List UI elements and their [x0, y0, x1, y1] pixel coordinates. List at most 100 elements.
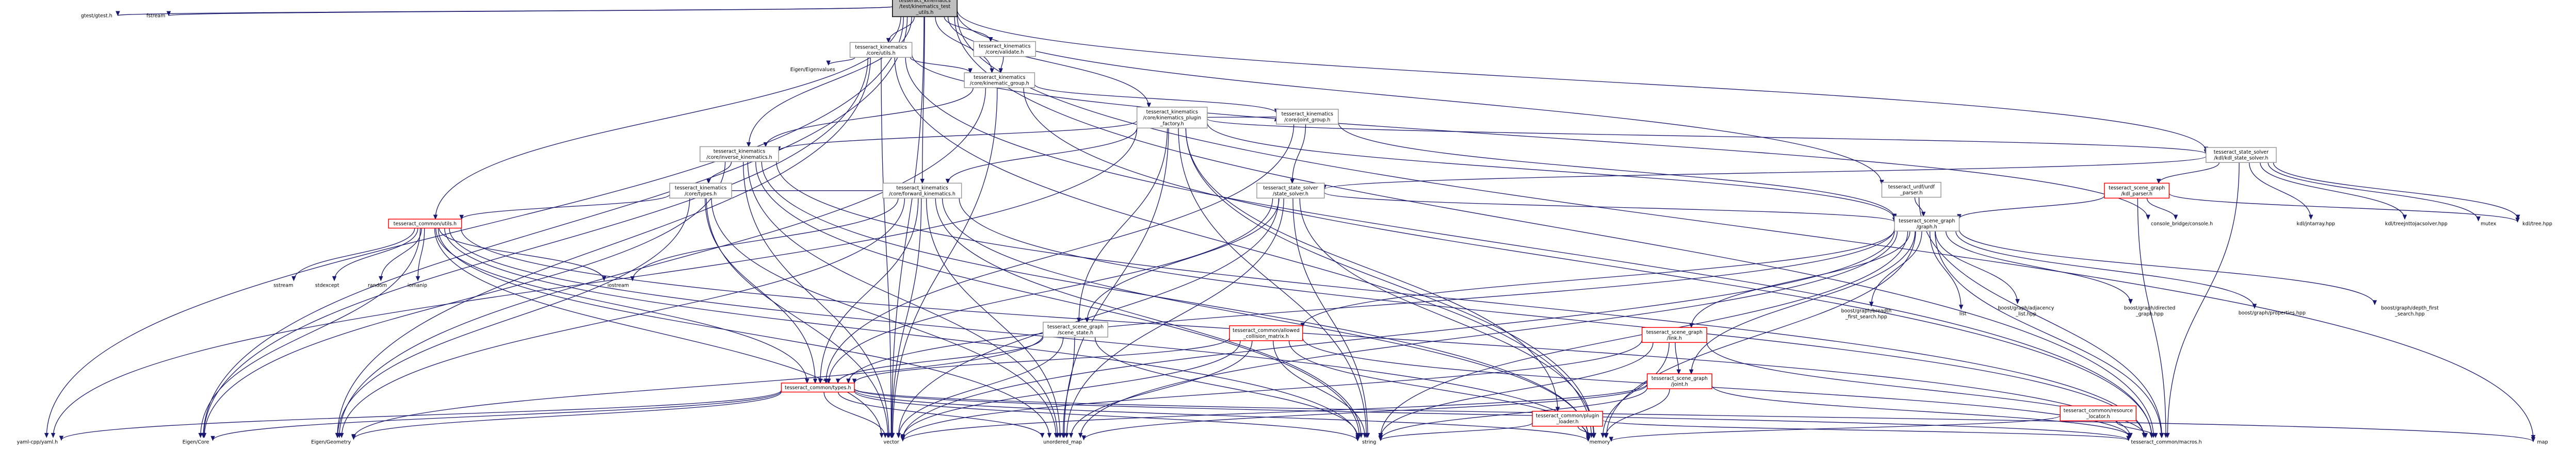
edge-utils-to-eigengeo	[335, 57, 871, 438]
node-directed[interactable]: boost/graph/directed_graph.hpp	[2119, 304, 2181, 319]
node-resloc[interactable]: tesseract_common/resource_locator.h	[2060, 405, 2137, 422]
node-vector[interactable]: vector	[880, 437, 902, 446]
node-graph[interactable]: tesseract_scene_graph/graph.h	[1894, 215, 1960, 232]
node-macros[interactable]: tesseract_common/macros.h	[2129, 437, 2205, 446]
edge-arrowhead	[826, 60, 831, 66]
edge-arrowhead	[2128, 299, 2133, 304]
node-yaml[interactable]: yaml-cpp/yaml.h	[13, 437, 61, 446]
node-iostream[interactable]: iostream	[604, 280, 633, 290]
edge-line	[1185, 128, 1558, 411]
node-invkin[interactable]: tesseract_kinematics/core/inverse_kinema…	[700, 146, 779, 162]
edge-arrowhead	[1586, 437, 1591, 442]
node-label: /core/joint_group.h	[1284, 117, 1330, 123]
edge-line	[854, 389, 2129, 441]
edge-line	[337, 198, 690, 438]
node-root[interactable]: tesseract_kinematics/test/kinematics_tes…	[892, 0, 958, 18]
edge-plugin-to-graph	[1207, 122, 1897, 220]
edge-acm-to-vector	[900, 340, 1241, 439]
node-joint[interactable]: tesseract_scene_graph/joint.h	[1646, 373, 1712, 389]
edge-arrowhead	[433, 214, 438, 220]
edge-sceneState-to-umap	[1061, 337, 1075, 438]
edge-statesolver-to-string	[1292, 198, 1370, 438]
node-eigencore[interactable]: Eigen/Core	[179, 437, 213, 446]
edge-pluginloader-to-string	[1378, 422, 1533, 441]
edge-plugin-to-fwdkin	[945, 128, 1138, 184]
node-iomanip[interactable]: iomanip	[404, 280, 430, 290]
edge-arrowhead	[2159, 433, 2164, 438]
node-kdl[interactable]: tesseract_state_solver/kdl/kdl_state_sol…	[2206, 147, 2277, 163]
node-jointgroup[interactable]: tesseract_kinematics/core/joint_group.h	[1276, 109, 1339, 125]
node-cutils[interactable]: tesseract_common/utils.h	[388, 219, 462, 229]
edge-graph-to-directed	[1946, 231, 2133, 304]
node-box	[892, 0, 958, 18]
node-box	[700, 146, 779, 162]
edge-cutils-to-iostream	[439, 228, 607, 281]
node-map[interactable]: map	[2533, 437, 2552, 446]
node-kdltreejnt[interactable]: kdl/treejnttojacsolver.hpp	[2377, 219, 2455, 228]
edge-kingroup-to-eigengeo	[337, 88, 986, 438]
node-fwdkin[interactable]: tesseract_kinematics/core/forward_kinema…	[882, 182, 962, 199]
node-props[interactable]: boost/graph/properties.hpp	[2233, 308, 2311, 318]
edge-root-to-invkin	[746, 16, 912, 147]
node-random[interactable]: random	[366, 280, 388, 290]
edge-line	[1023, 88, 2152, 438]
edge-kdl-to-kdltree	[2273, 162, 2520, 220]
edge-kdl-to-statesolver	[1322, 156, 2207, 190]
node-umap[interactable]: unordered_map	[1042, 437, 1084, 446]
node-gtest[interactable]: gtest/gtest.h	[75, 11, 118, 20]
node-urdf[interactable]: tesseract_urdf/urdf_parser.h	[1881, 181, 1941, 198]
node-kingroup[interactable]: tesseract_kinematics/core/kinematic_grou…	[964, 72, 1035, 88]
node-label: console_bridge/console.h	[2151, 221, 2213, 227]
node-link[interactable]: tesseract_scene_graph/link.h	[1642, 327, 1707, 343]
node-bfs[interactable]: boost/graph/breadth_first_search.hpp	[1837, 306, 1896, 321]
edge-line	[1958, 229, 2375, 305]
edge-line	[902, 340, 1241, 439]
edge-line	[898, 337, 1064, 438]
edge-line	[1207, 117, 1277, 118]
node-dfs[interactable]: boost/graph/depth_first_search.hpp	[2375, 304, 2445, 319]
edge-arrowhead	[2153, 433, 2158, 438]
edge-link-to-memory	[1600, 342, 1670, 438]
node-pluginloader[interactable]: tesseract_common/plugin_loader.h	[1532, 410, 1603, 427]
node-plugin[interactable]: tesseract_kinematics/core/kinematics_plu…	[1136, 107, 1208, 129]
node-kdltree[interactable]: kdl/tree.hpp	[2518, 219, 2557, 228]
node-list[interactable]: list	[1954, 309, 1972, 319]
node-ctypes[interactable]: tesseract_common/types.h	[781, 383, 855, 393]
edge-line	[61, 390, 782, 441]
node-box	[1136, 107, 1208, 129]
edge-plugin-to-jointgroup	[1207, 116, 1279, 122]
node-kdljnt[interactable]: kdl/jntarray.hpp	[2291, 219, 2341, 228]
edge-arrowhead	[2156, 178, 2161, 184]
node-adjlist[interactable]: boost/graph/adjacency_list.hpp	[1994, 304, 2058, 319]
node-mutex[interactable]: mutex	[2478, 219, 2499, 228]
node-stdexcept[interactable]: stdexcept	[312, 280, 343, 290]
edge-arrowhead	[2372, 300, 2377, 306]
node-sstream[interactable]: sstream	[270, 280, 296, 290]
edge-line	[898, 198, 1279, 438]
edge-kdl-to-kdltreejnt	[2260, 162, 2407, 220]
edge-line	[1935, 231, 2162, 438]
node-sceneState[interactable]: tesseract_scene_graph/scene_state.h	[1043, 322, 1109, 338]
edge-pluginloader-to-memory	[1577, 426, 1596, 438]
node-statesolver[interactable]: tesseract_state_solver/state_solver.h	[1256, 182, 1325, 199]
node-string[interactable]: string	[1358, 437, 1381, 446]
node-box	[1256, 182, 1325, 199]
edge-line	[935, 198, 1362, 438]
node-eigengeo[interactable]: Eigen/Geometry	[309, 437, 354, 446]
node-eigenvalues[interactable]: Eigen/Eigenvalues	[786, 65, 839, 74]
node-acm[interactable]: tesseract_common/allowed_collision_matri…	[1229, 325, 1303, 341]
node-utils[interactable]: tesseract_kinematics/core/utils.h	[849, 42, 913, 58]
node-validate[interactable]: tesseract_kinematics/core/validate.h	[973, 41, 1036, 57]
node-kdlparser[interactable]: tesseract_scene_graph/kdl_parser.h	[2104, 182, 2170, 199]
node-types_k[interactable]: tesseract_kinematics/core/types.h	[669, 182, 732, 199]
node-label: _parser.h	[1900, 190, 1922, 196]
edge-plugin-to-memory	[1185, 128, 1596, 438]
node-memory[interactable]: memory	[1588, 437, 1611, 446]
node-consolebridge[interactable]: console_bridge/console.h	[2145, 219, 2218, 228]
node-fstream[interactable]: fstream	[143, 11, 169, 20]
edge-arrowhead	[2173, 214, 2178, 220]
edge-arrowhead	[2308, 214, 2313, 220]
edge-arrowhead	[990, 68, 994, 74]
node-label: _factory.h	[1160, 121, 1184, 127]
edge-plugin-to-umap	[1062, 128, 1169, 438]
